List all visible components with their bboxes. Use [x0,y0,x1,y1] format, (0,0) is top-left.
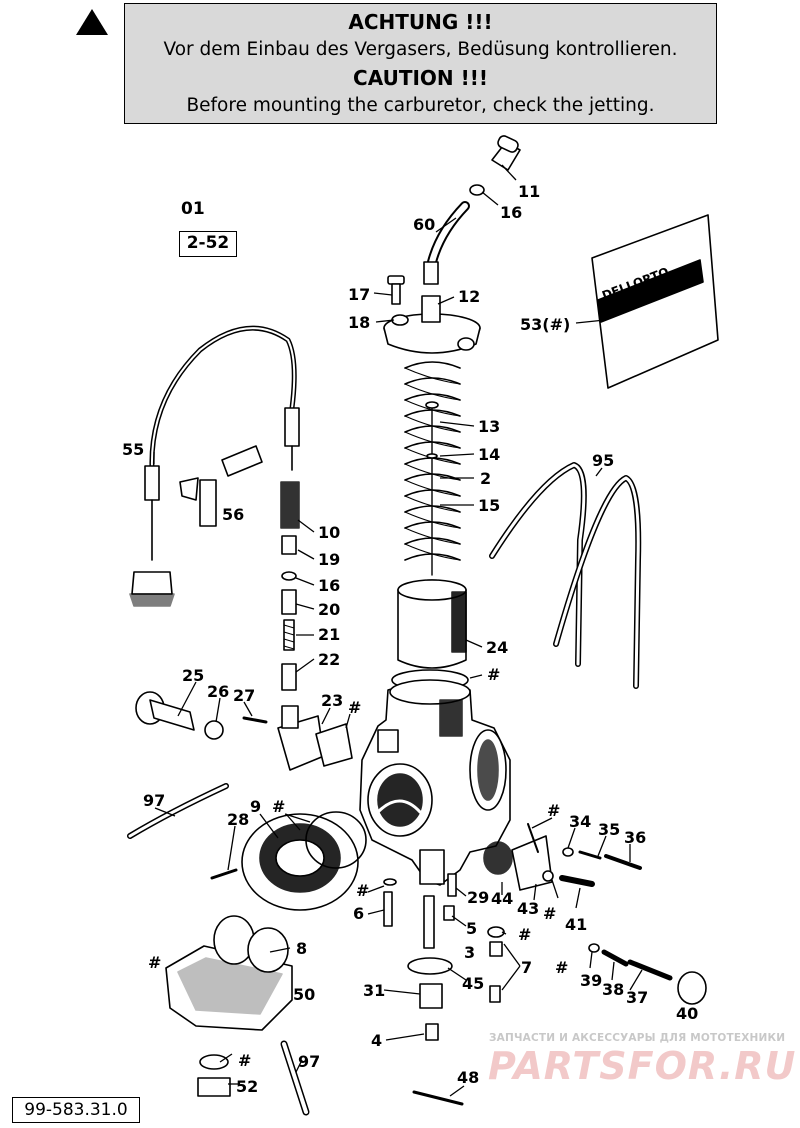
part-label: 97 [143,791,165,810]
drain-plug-part [197,1054,231,1097]
part-label: 22 [318,650,340,669]
overflow-tubes-part [489,462,642,689]
warning-triangle-icon [76,9,108,35]
part-label: # [547,801,560,820]
part-labels: 11 16 60 17 12 18 53(#) 13 14 2 15 95 55… [122,182,698,1096]
part-label: 37 [626,988,648,1007]
part-label: # [148,953,161,972]
part-label: 7 [521,958,532,977]
part-label: # [238,1051,251,1070]
part-label: # [518,925,531,944]
caution-title-en: CAUTION !!! [353,66,488,90]
part-label: 6 [353,904,364,923]
part-label: 44 [491,889,513,908]
part-label: 24 [486,638,508,657]
part-label: 56 [222,505,244,524]
part-label: 39 [580,971,602,990]
part-label: 45 [462,974,484,993]
part-label: 11 [518,182,540,201]
part-label: 52 [236,1077,258,1096]
part-label: 40 [676,1004,698,1023]
vent-tube-part [423,201,470,285]
part-label: 9 [250,797,261,816]
caution-notice: ACHTUNG !!! Vor dem Einbau des Vergasers… [124,3,717,124]
valve-parts [487,926,505,1003]
leader-lines [153,164,643,1097]
part-label: 10 [318,523,340,542]
choke-cable-part [129,325,300,607]
jet-kit-bag-part [591,214,719,389]
part-label: 36 [624,828,646,847]
part-label: 27 [233,686,255,705]
part-label: 16 [500,203,522,222]
choke-plunger-stack [280,481,300,691]
part-label: 19 [318,550,340,569]
part-label: 23 [321,691,343,710]
part-label: # [487,665,500,684]
part-label: 12 [458,287,480,306]
cable-bracket-part [179,445,263,527]
part-label: 25 [182,666,204,685]
part-label: # [555,958,568,977]
part-label: # [356,881,369,900]
jet-needle-part [425,401,439,576]
part-label: 29 [467,888,489,907]
part-label: 50 [293,985,315,1004]
part-label: 48 [457,1068,479,1087]
part-label: 21 [318,625,340,644]
part-label: 43 [517,899,539,918]
part-label: 14 [478,445,500,464]
caution-title-de: ACHTUNG !!! [348,10,493,34]
document-number: 99-583.31.0 [12,1097,140,1123]
idle-screw-parts [135,691,268,740]
part-label: 15 [478,496,500,515]
part-label: 26 [207,682,229,701]
air-funnel-part [241,811,367,911]
throttle-slide-part [397,579,467,669]
pin-part [412,1090,464,1106]
part-label: 35 [598,820,620,839]
caution-text-en: Before mounting the carburetor, check th… [186,95,655,116]
part-label: 8 [296,939,307,958]
part-label: 31 [363,981,385,1000]
reference-page-box: 2-52 [179,231,237,257]
carburetor-body-part [359,679,511,886]
part-label: 5 [466,919,477,938]
funnel-screw-part [210,868,238,880]
choke-body-part [277,705,353,771]
part-label: 41 [565,915,587,934]
caution-text-de: Vor dem Einbau des Vergasers, Bedüsung k… [163,39,678,60]
part-label: 28 [227,810,249,829]
part-label: 17 [348,285,370,304]
part-label: 53(#) [520,315,570,334]
accelerator-pump-parts [483,835,595,891]
part-label: 55 [122,440,144,459]
cover-screw-part [387,275,405,305]
part-label: 95 [592,451,614,470]
part-label: 60 [413,215,435,234]
part-label: 4 [371,1031,382,1050]
part-label: 3 [464,943,475,962]
watermark-tagline: ЗАПЧАСТИ И АКСЕССУАРЫ ДЛЯ МОТОТЕХНИКИ [489,1032,786,1044]
mixture-screw-parts [588,943,707,1005]
tube-fitting-part [469,135,521,196]
part-label: # [272,797,285,816]
part-label: 97 [298,1052,320,1071]
part-label: # [348,698,361,717]
part-label: 20 [318,600,340,619]
watermark-logo: PARTSFOR.RU [488,1044,797,1088]
reference-group-number: 01 [181,199,205,219]
main-jet-stack [383,873,457,1041]
part-label: # [543,904,556,923]
part-label: 13 [478,417,500,436]
part-label: 34 [569,812,591,831]
part-label: 18 [348,313,370,332]
part-label: 38 [602,980,624,999]
part-label: 2 [480,469,491,488]
float-bowl-part [165,915,293,1031]
part-label: 16 [318,576,340,595]
